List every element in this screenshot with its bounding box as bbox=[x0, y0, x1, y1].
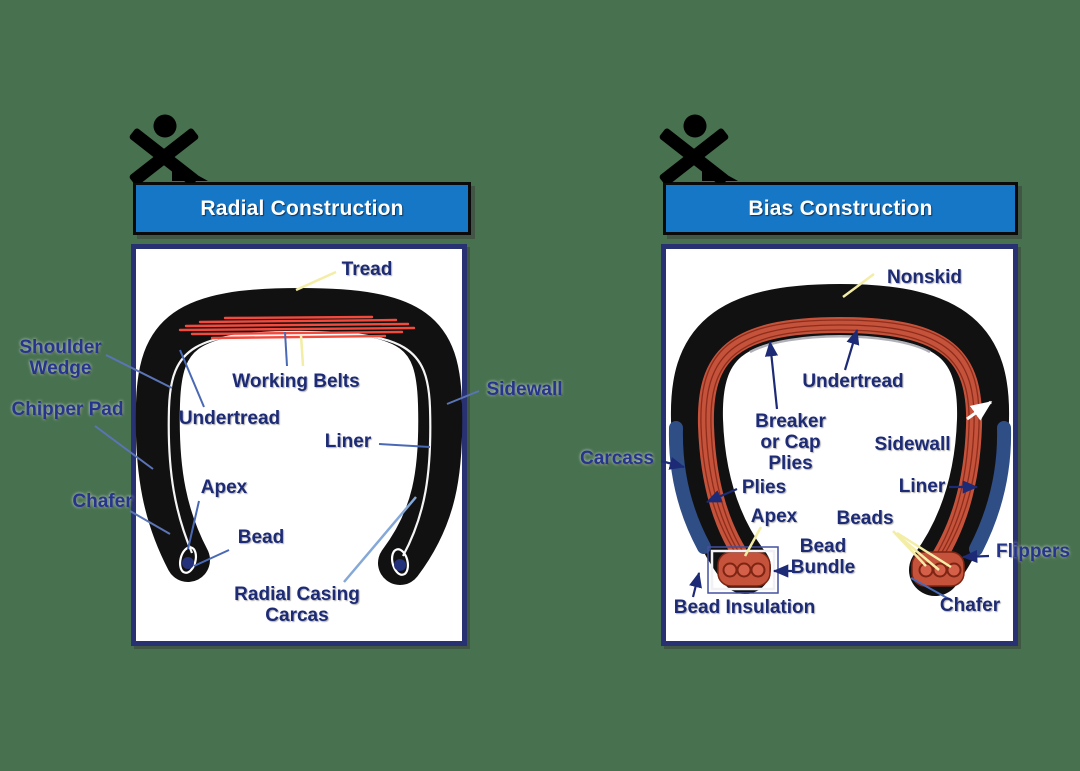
label-liner-radial: Liner bbox=[324, 431, 372, 452]
label-tread: Tread bbox=[341, 259, 393, 280]
label-shoulder-wedge: Shoulder Wedge bbox=[19, 337, 102, 379]
label-chafer-bias: Chafer bbox=[939, 595, 1001, 616]
label-apex-radial: Apex bbox=[200, 477, 248, 498]
label-apex-bias: Apex bbox=[750, 506, 798, 527]
label-liner-bias: Liner bbox=[898, 476, 946, 497]
label-carcass: Carcass bbox=[580, 448, 654, 469]
label-radial-casing-carcas: Radial Casing Carcas bbox=[234, 584, 360, 626]
label-beads: Beads bbox=[836, 508, 894, 529]
label-bead-bundle: Bead Bundle bbox=[790, 536, 856, 578]
person-figure-icon bbox=[659, 114, 738, 183]
label-breaker-or-cap-plies: Breaker or Cap Plies bbox=[755, 411, 826, 474]
label-plies: Plies bbox=[741, 477, 787, 498]
radial-banner-title: Radial Construction bbox=[200, 196, 404, 220]
bias-banner: Bias Construction bbox=[663, 182, 1018, 235]
bias-banner-title: Bias Construction bbox=[748, 196, 933, 220]
label-flippers: Flippers bbox=[996, 541, 1070, 562]
label-sidewall-bias: Sidewall bbox=[874, 434, 951, 455]
label-chipper-pad: Chipper Pad bbox=[11, 399, 124, 420]
label-working-belts: Working Belts bbox=[232, 371, 360, 392]
label-sidewall-radial: Sidewall bbox=[486, 379, 563, 400]
label-undertread-bias: Undertread bbox=[802, 371, 904, 392]
radial-banner: Radial Construction bbox=[133, 182, 471, 235]
label-nonskid: Nonskid bbox=[887, 267, 962, 288]
label-chafer-radial: Chafer bbox=[72, 491, 133, 512]
label-undertread-radial: Undertread bbox=[178, 408, 281, 429]
label-bead-insulation: Bead Insulation bbox=[673, 597, 816, 618]
label-bead: Bead bbox=[237, 527, 285, 548]
person-figure-icon bbox=[129, 114, 208, 183]
